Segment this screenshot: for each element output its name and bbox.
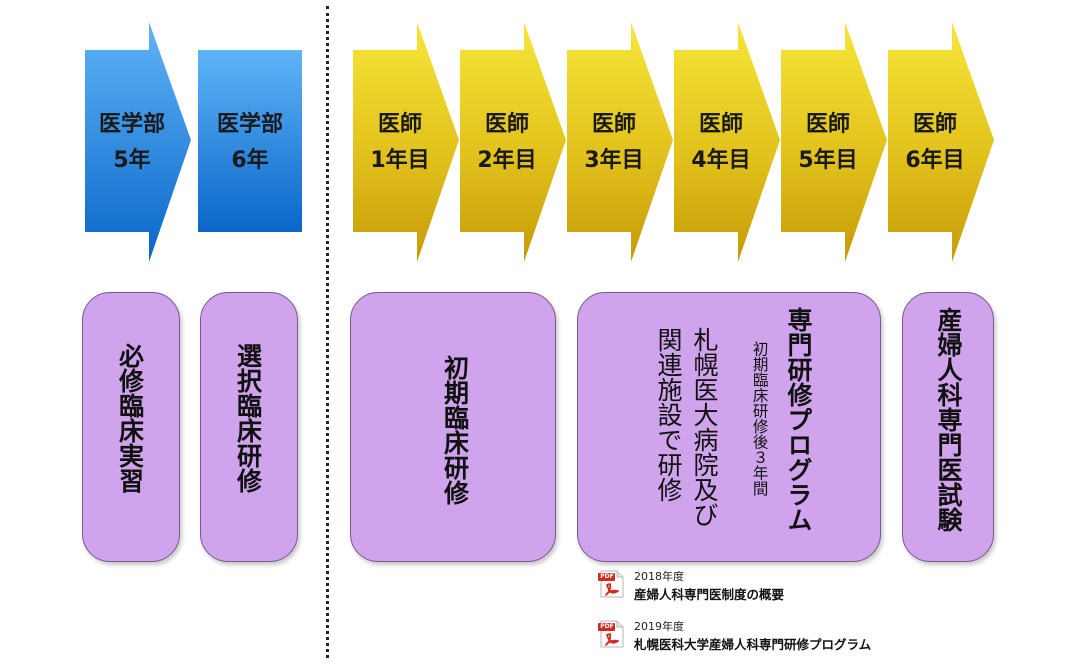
arrow-label-stage: 医師 bbox=[484, 112, 529, 137]
stage-box-obgyn-board-exam: 産婦人科専門医試験 bbox=[902, 292, 994, 562]
specialty-program-body-line2: 関連施設で研修 bbox=[654, 327, 683, 502]
document-title: 産婦人科専門医制度の概要 bbox=[634, 587, 785, 602]
stage-box-specialty-training-program: 専門研修プログラム 初期臨床研修後３年間 札幌医大病院及び 関連施設で研修 bbox=[577, 292, 881, 562]
pdf-badge-text: PDF bbox=[600, 573, 614, 580]
arrow-shape bbox=[888, 22, 994, 262]
specialty-program-body-line1: 札幌医大病院及び bbox=[690, 327, 719, 527]
timeline-arrow-doctor-year-3: 医師 3年目 bbox=[567, 22, 675, 262]
timeline-arrow-doctor-year-4: 医師 4年目 bbox=[674, 22, 782, 262]
arrow-label-stage: 医師 bbox=[591, 112, 636, 137]
pdf-glyph bbox=[598, 570, 624, 598]
arrow-label-year: 6年目 bbox=[905, 148, 965, 173]
arrow-label-year: 4年目 bbox=[691, 148, 751, 173]
stage-label: 必修臨床実習 bbox=[115, 343, 145, 493]
arrow-label-stage: 医学部 bbox=[216, 112, 283, 137]
arrow-label-year: 5年目 bbox=[798, 148, 858, 173]
document-year: 2019年度 bbox=[634, 620, 684, 633]
pdf-badge-text: PDF bbox=[600, 623, 614, 630]
arrow-shape bbox=[567, 22, 673, 262]
stage-box-initial-clinical-training: 初期臨床研修 bbox=[350, 292, 556, 562]
arrow-label-year: 3年目 bbox=[584, 148, 644, 173]
timeline-arrow-doctor-year-6: 医師 6年目 bbox=[888, 22, 996, 262]
stage-label: 選択臨床研修 bbox=[233, 343, 263, 493]
timeline-arrow-doctor-year-2: 医師 2年目 bbox=[460, 22, 568, 262]
specialty-program-title: 専門研修プログラム bbox=[784, 307, 813, 532]
pdf-link-2018-overview[interactable]: PDF 2018年度 産婦人科専門医制度の概要 bbox=[598, 568, 938, 602]
stage-box-elective-clinical-training: 選択臨床研修 bbox=[200, 292, 298, 562]
arrow-shape bbox=[198, 50, 302, 232]
arrow-shape bbox=[460, 22, 566, 262]
stage-label: 初期臨床研修 bbox=[440, 355, 470, 505]
arrow-label-stage: 医師 bbox=[805, 112, 850, 137]
timeline-arrow-med-student-5: 医学部 5年 bbox=[85, 22, 193, 262]
arrow-shape bbox=[353, 22, 459, 262]
arrow-label-year: 2年目 bbox=[477, 148, 537, 173]
specialty-program-subtitle: 初期臨床研修後３年間 bbox=[750, 341, 769, 496]
arrow-label-stage: 医師 bbox=[912, 112, 957, 137]
pdf-icon: PDF bbox=[598, 570, 626, 598]
arrow-shape bbox=[85, 22, 191, 262]
arrow-label-stage: 医師 bbox=[377, 112, 422, 137]
pdf-icon: PDF bbox=[598, 620, 626, 648]
stage-box-required-clinical-clerkship: 必修臨床実習 bbox=[82, 292, 180, 562]
timeline-arrow-doctor-year-5: 医師 5年目 bbox=[781, 22, 889, 262]
arrow-label-stage: 医学部 bbox=[98, 112, 165, 137]
arrow-shape bbox=[781, 22, 887, 262]
arrow-label-year: 5年 bbox=[113, 148, 151, 173]
arrow-shape bbox=[674, 22, 780, 262]
timeline-arrow-med-student-6: 医学部 6年 bbox=[198, 22, 306, 262]
timeline-arrow-doctor-year-1: 医師 1年目 bbox=[353, 22, 461, 262]
arrow-label-year: 1年目 bbox=[370, 148, 430, 173]
stage-label: 産婦人科専門医試験 bbox=[934, 307, 963, 532]
arrow-label-stage: 医師 bbox=[698, 112, 743, 137]
document-title: 札幌医科大学産婦人科専門研修プログラム bbox=[634, 637, 872, 652]
student-doctor-divider bbox=[326, 6, 329, 658]
arrow-label-year: 6年 bbox=[231, 148, 269, 173]
document-year: 2018年度 bbox=[634, 570, 684, 583]
pdf-link-2019-program[interactable]: PDF 2019年度 札幌医科大学産婦人科専門研修プログラム bbox=[598, 618, 938, 652]
pdf-glyph bbox=[598, 620, 624, 648]
